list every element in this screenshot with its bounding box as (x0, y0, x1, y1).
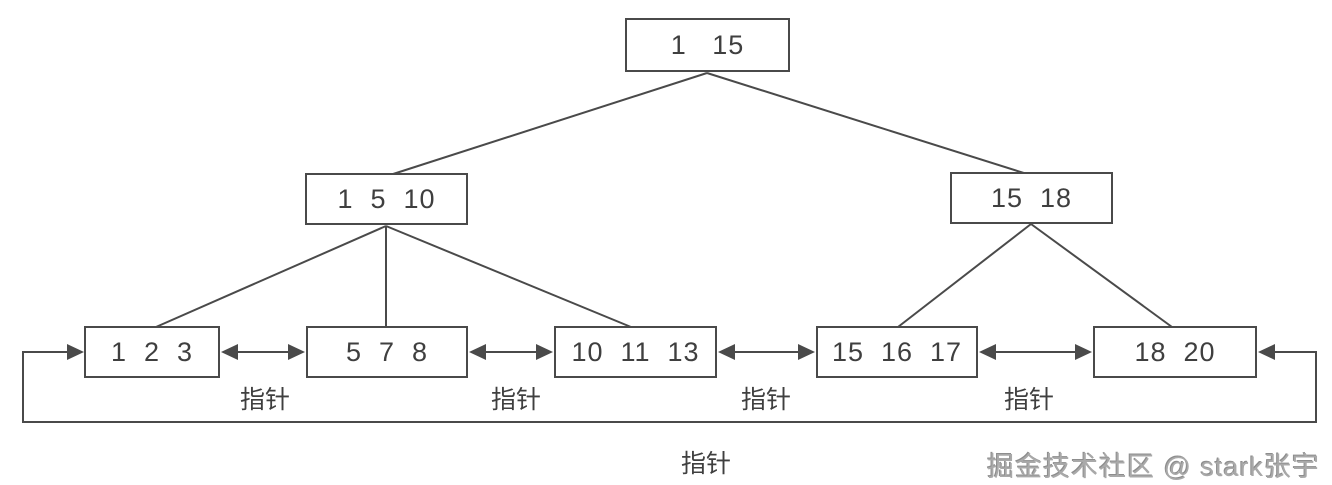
internal-node-left: 1 5 10 (305, 173, 468, 225)
leaf-node-5: 18 20 (1093, 326, 1257, 378)
arrowhead-right (798, 344, 815, 360)
wraparound-pointer-line (22, 351, 1317, 423)
pointer-label-3: 指针 (740, 386, 792, 414)
arrowhead-right (288, 344, 305, 360)
leaf-node-3: 10 11 13 (554, 326, 717, 378)
arrowhead-left (718, 344, 735, 360)
leaf-node-2: 5 7 8 (306, 326, 468, 378)
watermark-text: 掘金技术社区 @ stark张宇 (987, 452, 1320, 482)
edge-intr-to-leaf4 (897, 223, 1032, 328)
arrowhead-left (221, 344, 238, 360)
arrowhead-left (469, 344, 486, 360)
arrowhead-into-first-leaf (67, 344, 84, 360)
internal-node-right: 15 18 (950, 172, 1113, 224)
pointer-label-2: 指针 (490, 386, 542, 414)
arrowhead-into-last-leaf (1258, 344, 1275, 360)
pointer-label-4: 指针 (1003, 386, 1055, 414)
edge-intr-to-leaf5 (1030, 223, 1173, 328)
pointer-label-1: 指针 (239, 386, 291, 414)
edge-root-to-internal-right (706, 72, 1028, 175)
arrowhead-right (536, 344, 553, 360)
arrowhead-left (979, 344, 996, 360)
root-node: 1 15 (625, 18, 790, 72)
leaf-node-4: 15 16 17 (816, 326, 978, 378)
leaf-node-1: 1 2 3 (84, 326, 220, 378)
edge-root-to-internal-left (389, 72, 708, 176)
pointer-label-wraparound: 指针 (680, 450, 732, 478)
edge-intl-to-leaf1 (155, 225, 387, 328)
edge-intl-to-leaf3 (385, 225, 632, 328)
arrowhead-right (1075, 344, 1092, 360)
